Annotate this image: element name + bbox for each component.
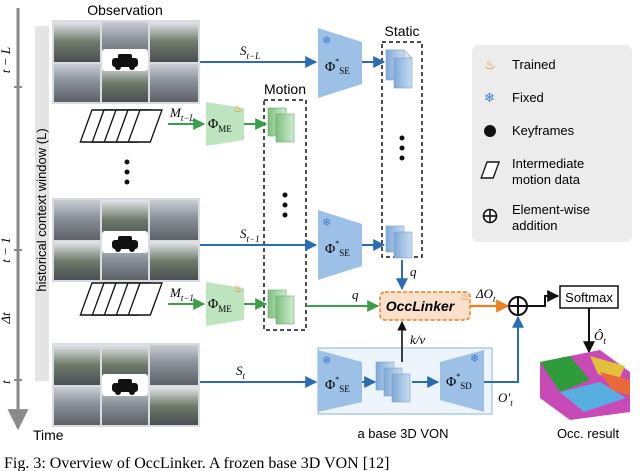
phi-se-encoder-t-minus-1: Φ*SE ❄ xyxy=(318,210,362,280)
dots-static xyxy=(399,135,405,161)
motion-dashed-box xyxy=(263,99,307,331)
svg-text:Φ*SE: Φ*SE xyxy=(325,239,350,258)
phi-se-encoder-t: Φ*SE ❄ xyxy=(318,350,362,412)
o-prime-arrow xyxy=(484,315,524,383)
m-t-minus-1-label: Mt−1 xyxy=(169,285,194,303)
m-t-minus-l-label: Mt−L xyxy=(169,105,194,123)
base-von-voxel xyxy=(375,361,411,403)
legend-intermediate-1: Intermediate xyxy=(512,156,584,171)
occ-result-label: Occ. result xyxy=(557,426,620,441)
plus-circle-icon xyxy=(482,208,498,224)
car-icon xyxy=(112,379,138,395)
keyframe-images-t-minus-l xyxy=(52,20,200,104)
car-icon xyxy=(112,54,138,70)
t-minus-l-label: t − L xyxy=(0,47,13,73)
t-label: t xyxy=(0,380,13,384)
q-motion-label: q xyxy=(352,287,359,302)
snowflake-icon: ❄ xyxy=(322,35,331,47)
phi-se-encoder-t-minus-l: Φ*SE ❄ xyxy=(318,28,362,98)
static-heading: Static xyxy=(384,23,419,39)
keyframe-dot-icon xyxy=(484,125,496,137)
figure-caption: Fig. 3: Overview of OccLinker. A frozen … xyxy=(4,455,389,471)
dots-motion xyxy=(282,192,288,218)
motion-voxel-t-minus-l xyxy=(267,107,295,143)
motion-data-stack-t-minus-l xyxy=(79,109,163,143)
snowflake-icon: ❄ xyxy=(484,90,495,105)
observation-heading: Observation xyxy=(87,2,162,18)
snowflake-icon: ❄ xyxy=(322,355,331,367)
legend-box xyxy=(472,45,632,242)
occlinker-module: OccLinker ♨ xyxy=(379,291,471,321)
flame-icon: ♨ xyxy=(484,57,496,72)
o-hat-label: Ôt xyxy=(594,328,606,346)
static-voxel-t-minus-l xyxy=(385,49,413,89)
o-prime-label: O′t xyxy=(498,390,513,408)
occlinker-label: OccLinker xyxy=(386,298,456,314)
dots-observation xyxy=(124,159,130,185)
snowflake-icon: ❄ xyxy=(322,217,331,229)
plus-to-softmax-arrow xyxy=(527,290,560,307)
legend-keyframes: Keyframes xyxy=(512,123,575,138)
softmax-label: Softmax xyxy=(565,290,613,305)
context-window-bar xyxy=(35,26,49,381)
phi-sd-decoder: Φ*SD ❄ xyxy=(440,350,484,412)
car-icon xyxy=(112,236,138,252)
s-t-label: St xyxy=(236,363,246,381)
context-window-label: historical context window (L) xyxy=(34,128,49,291)
legend-trained: Trained xyxy=(512,57,556,72)
phi-me-encoder-t-minus-l: ΦME ♨ xyxy=(206,102,244,146)
s-t-minus-1-label: St−1 xyxy=(240,226,260,244)
legend-fixed: Fixed xyxy=(512,90,544,105)
legend-elementwise-1: Element-wise xyxy=(512,202,590,217)
motion-heading: Motion xyxy=(264,81,306,97)
time-label: Time xyxy=(33,427,64,443)
keyframe-images-t xyxy=(52,343,200,427)
legend: ♨ Trained ❄ Fixed Keyframes Intermediate… xyxy=(472,45,632,242)
motion-data-stack-t-minus-1 xyxy=(79,282,163,316)
flame-icon: ♨ xyxy=(233,103,243,115)
phi-me-encoder-t-minus-1: ΦME ♨ xyxy=(206,282,244,326)
static-voxel-t-minus-1 xyxy=(385,225,413,259)
flame-icon: ♨ xyxy=(460,291,470,303)
keyframe-images-t-minus-1 xyxy=(52,198,200,282)
svg-text:ΦME: ΦME xyxy=(208,297,232,314)
t-minus-1-label: t − 1 xyxy=(0,237,13,262)
svg-text:Φ*SD: Φ*SD xyxy=(446,372,472,391)
svg-text:Φ*SE: Φ*SE xyxy=(325,375,350,394)
motion-voxel-t-minus-1 xyxy=(267,289,295,325)
svg-text:Φ*SE: Φ*SE xyxy=(325,57,350,76)
occupancy-result-image xyxy=(540,350,630,420)
delta-o-label: ΔOt xyxy=(475,286,496,304)
kv-label: k/v xyxy=(410,332,425,347)
q-static-label: q xyxy=(410,264,417,279)
svg-text:ΦME: ΦME xyxy=(208,117,232,134)
legend-elementwise-2: addition xyxy=(512,218,558,233)
softmax-block: Softmax xyxy=(559,285,619,309)
time-axis: t − L t − 1 Δt t historical context wind… xyxy=(0,8,64,443)
elementwise-addition-node xyxy=(508,296,528,316)
base-von-label: a base 3D VON xyxy=(357,426,448,441)
flame-icon: ♨ xyxy=(233,283,243,295)
s-t-minus-l-label: St−L xyxy=(240,43,260,61)
intermediate-motion-icon xyxy=(480,161,500,179)
delta-t-label: Δt xyxy=(0,312,13,325)
legend-intermediate-2: motion data xyxy=(512,172,581,187)
snowflake-icon: ❄ xyxy=(470,353,479,365)
